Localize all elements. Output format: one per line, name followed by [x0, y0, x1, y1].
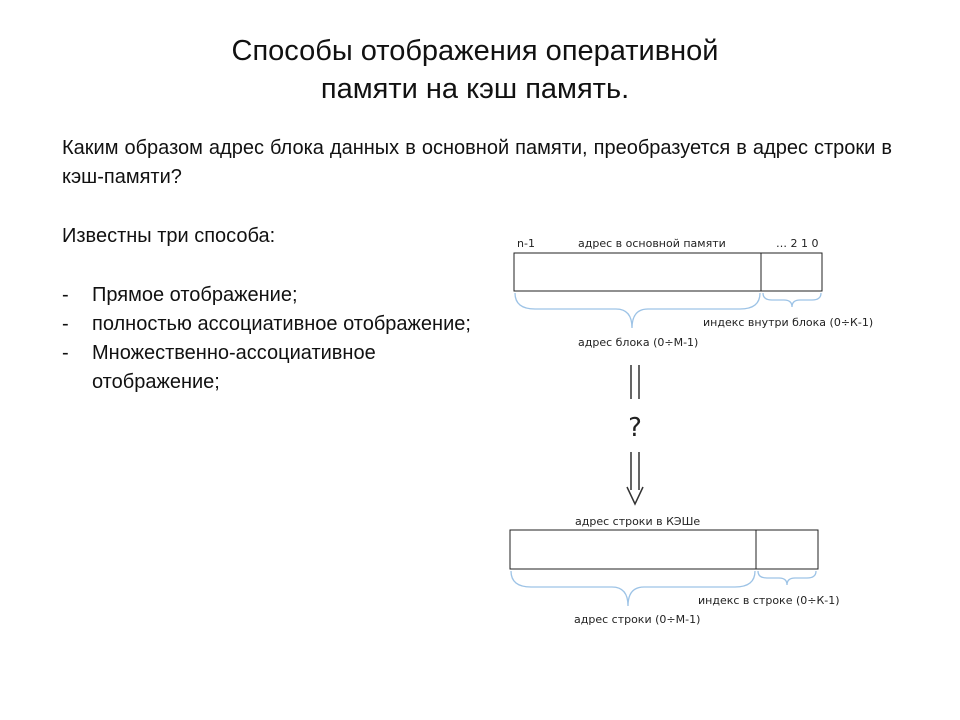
methods-list: - Прямое отображение; - полностью ассоци… [62, 281, 482, 397]
mapping-arrow-down-icon [626, 452, 644, 506]
cache-offset-field [755, 529, 819, 570]
cache-offset-label: индекс в строке (0÷К-1) [698, 594, 840, 607]
slide-title-line-1: Способы отображения оперативной [231, 35, 719, 67]
list-item-set-associative: - Множественно-ассоциативное отображение… [62, 339, 482, 397]
cache-offset-brace [757, 570, 817, 586]
list-item-text: полностью ассоциативное отображение; [92, 313, 471, 335]
list-item-text: Прямое отображение; [92, 284, 298, 306]
block-offset-field [760, 252, 823, 292]
cache-line-brace [510, 570, 756, 607]
list-item-text: Множественно-ассоциативное отображение; [92, 342, 376, 393]
mapping-arrow-top [630, 365, 640, 399]
main-address-label: адрес в основной памяти [578, 237, 726, 250]
offset-brace [762, 292, 822, 308]
list-dash: - [62, 342, 69, 364]
block-address-brace [514, 292, 761, 329]
msb-label: n-1 [517, 237, 535, 250]
cache-address-label: адрес строки в КЭШе [575, 515, 700, 528]
intro-text: Известны три способа: [62, 225, 276, 247]
mapping-question-mark: ? [628, 413, 642, 443]
list-item-fully-associative: - полностью ассоциативное отображение; [62, 310, 482, 339]
list-item-direct-mapping: - Прямое отображение; [62, 281, 482, 310]
cache-line-field [509, 529, 757, 570]
question-text: Каким образом адрес блока данных в основ… [62, 137, 892, 188]
list-dash: - [62, 284, 69, 306]
cache-line-label: адрес строки (0÷М-1) [574, 613, 700, 626]
slide-title-line-2: памяти на кэш память. [320, 73, 630, 105]
block-address-label: адрес блока (0÷М-1) [578, 336, 698, 349]
list-dash: - [62, 313, 69, 335]
block-offset-label: индекс внутри блока (0÷К-1) [703, 316, 873, 329]
slide-title: Способы отображения оперативной памяти н… [0, 32, 950, 108]
block-address-field [513, 252, 762, 292]
low-bits-label: … 2 1 0 [776, 237, 819, 250]
